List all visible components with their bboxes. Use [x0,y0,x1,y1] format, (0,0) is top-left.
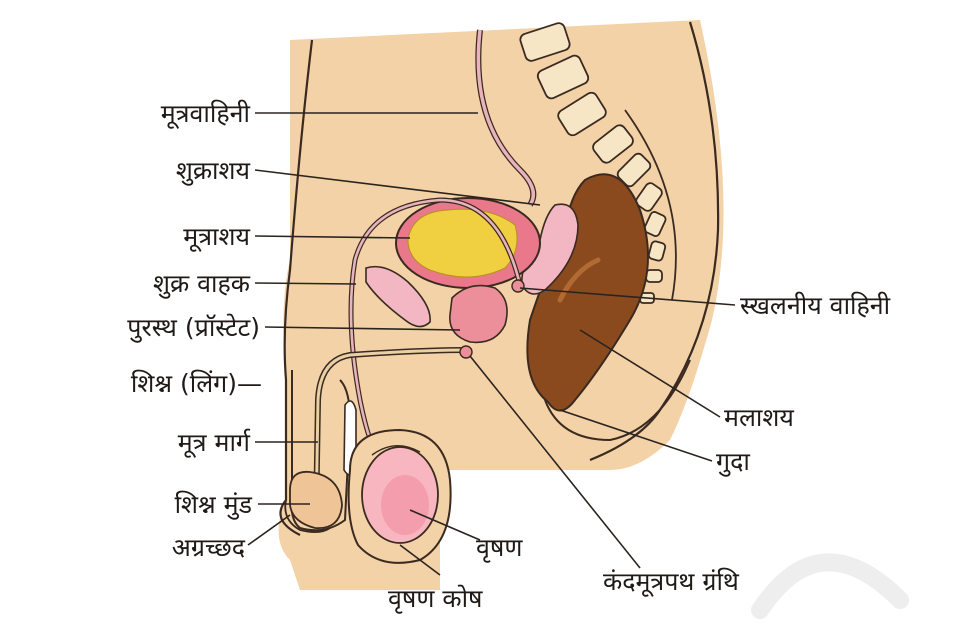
label-penis: शिश्न (लिंग)— [131,369,262,398]
leader-bulbourethral [469,355,641,569]
pubic-bone [365,265,431,328]
label-rectum: मलाशय [724,403,794,432]
vertebra [519,22,571,62]
leader-testis [409,509,481,541]
seminal-vesicle-shape [521,203,579,295]
label-urethra: मूत्र मार्ग [178,428,251,458]
perineum-outline [544,359,691,442]
body-back-outline [589,21,720,462]
body-front-outline [279,39,314,536]
spine-edge [624,109,677,301]
label-scrotum: वृषण कोष [388,584,483,614]
urethra-inner [314,348,471,521]
label-anus: गुदा [716,447,750,477]
label-seminal-vesicle: शुक्राशय [176,156,251,186]
label-prostate: पुरस्थ (प्रॉस्टेट) [127,313,260,343]
label-vas-deferens: शुक्र वाहक [153,269,251,299]
leader-prostate [264,326,461,331]
watermark-shape [751,553,909,619]
bulbourethral-gland [459,345,473,359]
vertebra [635,182,663,212]
leader-foreskin [247,514,291,546]
foreskin-shape [284,499,331,533]
label-urinary-bladder: मूत्राशय [183,222,250,252]
ureter-inner [476,29,536,206]
vertebra [643,211,667,237]
leader-scrotum [399,544,441,576]
label-foreskin: अग्रच्छद [172,533,246,562]
leader-seminal-vesicle [254,169,541,206]
vertebra [536,54,590,100]
leader-vas-deferens [254,282,357,285]
label-bulbourethral-gland: कंदमूत्रपथ ग्रंथि [603,567,740,597]
label-testis: वृषण [476,533,523,563]
rectum-shine [557,257,601,303]
leader-anus [559,409,713,462]
vertebrae [519,22,677,304]
label-glans-penis: शिश्न मुंड [175,490,253,520]
vas-deferens-inner [349,198,522,457]
label-ureter: मूत्रवाहिनी [161,99,251,129]
glans-penis [289,470,343,529]
label-ejaculatory-duct: स्खलनीय वाहिनी [740,291,891,320]
ejaculatory-junction [511,279,525,293]
leader-urinary-bladder [254,235,411,239]
leader-ejaculatory [519,287,736,306]
vertebra [645,269,663,283]
prostate-gland [449,284,508,344]
vertebra [557,91,607,137]
epididymis [371,445,421,456]
vertebra [647,240,667,262]
testis-highlight [381,475,429,535]
leader-rectum [579,329,721,418]
urine [407,208,518,278]
vertebra [592,124,634,164]
leader-lines [247,112,736,576]
